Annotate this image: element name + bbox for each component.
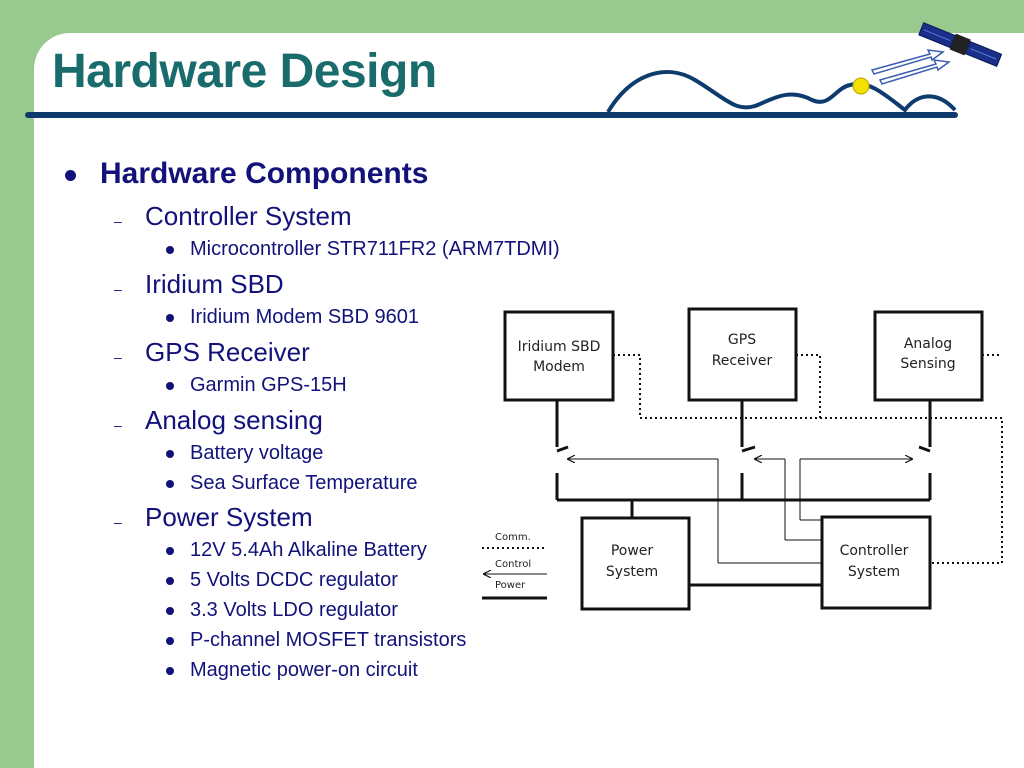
signal-arrows-icon	[870, 49, 951, 85]
diagram-legend: Comm. Control Power	[482, 532, 547, 600]
section-controller-system: Controller System	[145, 201, 352, 231]
block-label: Sensing	[900, 356, 955, 372]
block-label: Modem	[533, 359, 585, 375]
item-iridium-modem: Iridium Modem SBD 9601	[190, 306, 419, 328]
bullet-dot	[166, 246, 174, 254]
bullet-dot	[166, 382, 174, 390]
legend-comm-label: Comm.	[495, 532, 531, 543]
bullet-dot	[166, 637, 174, 645]
power-lines	[555, 400, 932, 587]
bullet-dot	[166, 314, 174, 322]
bullet-dot	[166, 547, 174, 555]
sun-icon	[852, 77, 870, 95]
block-controller: Controller System	[820, 515, 932, 610]
item-dcdc-regulator: 5 Volts DCDC regulator	[190, 569, 398, 591]
block-label: Analog	[904, 336, 952, 352]
control-lines	[568, 459, 912, 564]
bullet-dot	[166, 667, 174, 675]
bullet-dot	[65, 170, 76, 181]
block-label: Iridium SBD	[518, 339, 601, 355]
legend-control-label: Control	[495, 559, 531, 570]
dash-marker: –	[114, 349, 122, 365]
wave-line-icon	[606, 70, 957, 114]
dash-marker: –	[114, 514, 122, 530]
block-label: System	[606, 564, 658, 580]
item-sea-surface-temperature: Sea Surface Temperature	[190, 472, 418, 494]
block-label: System	[848, 564, 900, 580]
bullet-dot	[166, 450, 174, 458]
section-power-system: Power System	[145, 502, 313, 532]
block-gps: GPS Receiver	[687, 307, 798, 402]
item-ldo-regulator: 3.3 Volts LDO regulator	[190, 599, 398, 621]
dash-marker: –	[114, 281, 122, 297]
item-magnetic-power-on: Magnetic power-on circuit	[190, 659, 418, 681]
block-diagram: Iridium SBD Modem GPS Receiver Analog Se…	[482, 307, 1003, 611]
block-label: Controller	[840, 543, 909, 559]
block-analog: Analog Sensing	[873, 310, 984, 402]
block-label: Receiver	[712, 353, 773, 369]
header-art	[25, 22, 1003, 118]
bullet-dot	[166, 607, 174, 615]
item-garmin-gps: Garmin GPS-15H	[190, 374, 347, 396]
bullet-dot	[166, 577, 174, 585]
item-microcontroller: Microcontroller STR711FR2 (ARM7TDMI)	[190, 238, 560, 260]
dash-marker: –	[114, 213, 122, 229]
dash-marker: –	[114, 417, 122, 433]
page-title: Hardware Design	[52, 45, 437, 98]
block-power: Power System	[580, 516, 691, 611]
item-battery-voltage: Battery voltage	[190, 442, 324, 464]
satellite-icon	[918, 22, 1003, 67]
block-label: Power	[611, 543, 654, 559]
block-iridium: Iridium SBD Modem	[503, 310, 615, 402]
section-iridium-sbd: Iridium SBD	[145, 269, 284, 299]
heading-hardware-components: Hardware Components	[100, 157, 429, 190]
section-analog-sensing: Analog sensing	[145, 405, 323, 435]
block-label: GPS	[728, 332, 756, 348]
comm-lines	[613, 354, 1003, 564]
item-mosfet-transistors: P-channel MOSFET transistors	[190, 629, 467, 651]
bullet-dot	[166, 480, 174, 488]
legend-power-label: Power	[495, 580, 526, 591]
section-gps-receiver: GPS Receiver	[145, 337, 310, 367]
item-alkaline-battery: 12V 5.4Ah Alkaline Battery	[190, 539, 427, 561]
